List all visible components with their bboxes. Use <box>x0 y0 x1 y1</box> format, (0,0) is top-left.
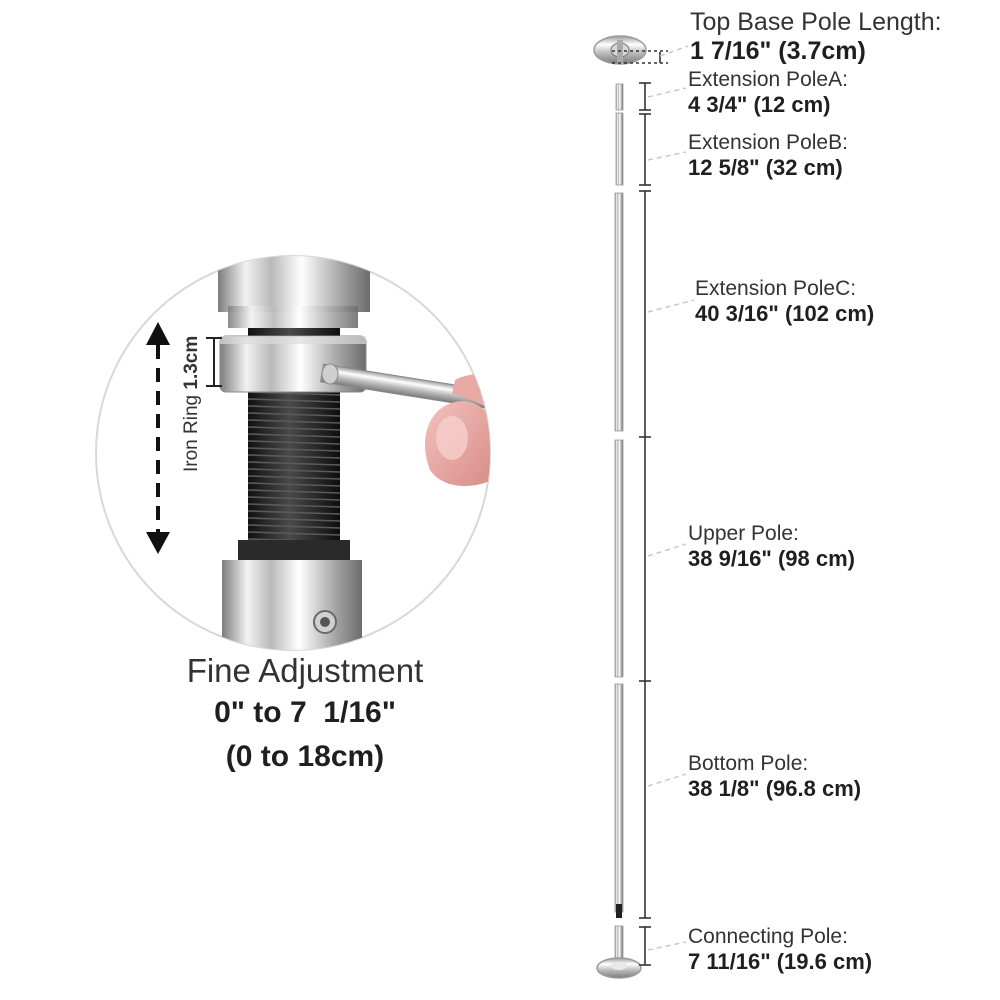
segment-name: Extension PoleA: <box>688 68 848 91</box>
segment-length: 7 11/16" (19.6 cm) <box>688 949 873 975</box>
upper-pole-shape <box>614 439 624 678</box>
label-extension-pole-b: Extension PoleB: 12 5/8" (32 cm) <box>688 131 848 180</box>
extension-pole-a-shape <box>615 83 624 111</box>
label-extension-pole-a: Extension PoleA: 4 3/4" (12 cm) <box>688 68 848 117</box>
iron-ring-bracket <box>206 337 222 387</box>
pole-assembly <box>593 35 695 979</box>
extension-pole-b-shape <box>615 112 624 186</box>
segment-name: Upper Pole: <box>688 522 799 545</box>
finger <box>425 374 490 486</box>
segment-name: Connecting Pole: <box>688 925 848 948</box>
top-base-plate <box>593 35 668 65</box>
fine-adjustment-caption: Fine Adjustment 0" to 7 1/16" (0 to 18cm… <box>100 652 510 774</box>
dimension-lines <box>639 52 661 966</box>
bottom-pole-shape <box>614 683 624 913</box>
label-upper-pole: Upper Pole: 38 9/16" (98 cm) <box>688 522 855 571</box>
segment-length: 38 9/16" (98 cm) <box>688 546 855 572</box>
leader-lines <box>647 45 695 951</box>
segment-length: 38 1/8" (96.8 cm) <box>688 776 862 802</box>
segment-name: Top Base Pole Length: <box>690 8 942 36</box>
fine-adjustment-range-inches: 0" to 7 1/16" <box>214 696 396 729</box>
label-connecting-pole: Connecting Pole: 7 11/16" (19.6 cm) <box>688 925 872 974</box>
label-bottom-pole: Bottom Pole: 38 1/8" (96.8 cm) <box>688 752 861 801</box>
segment-length: 1 7/16" (3.7cm) <box>690 36 866 65</box>
extension-pole-c-shape <box>614 192 624 432</box>
label-top-base-pole: Top Base Pole Length: 1 7/16" (3.7cm) <box>690 8 942 66</box>
segment-name: Bottom Pole: <box>688 752 809 775</box>
fine-adjustment-title: Fine Adjustment <box>186 652 424 689</box>
segment-name: Extension PoleB: <box>688 131 848 154</box>
fine-adjustment-inset <box>95 255 491 651</box>
adjustment-range-arrow <box>146 322 170 554</box>
label-extension-pole-c: Extension PoleC: 40 3/16" (102 cm) <box>695 277 874 326</box>
iron-ring-size: 1.3cm <box>181 335 202 390</box>
upper-chrome-cylinder <box>218 256 370 312</box>
iron-ring-name: Iron Ring <box>181 394 202 472</box>
segment-length: 12 5/8" (32 cm) <box>688 155 843 181</box>
segment-length: 40 3/16" (102 cm) <box>695 301 875 327</box>
fine-adjustment-range-cm: (0 to 18cm) <box>225 740 385 773</box>
segment-length: 4 3/4" (12 cm) <box>688 92 831 118</box>
segment-name: Extension PoleC: <box>695 277 857 300</box>
iron-ring-label: Iron Ring 1.3cm <box>181 336 203 472</box>
